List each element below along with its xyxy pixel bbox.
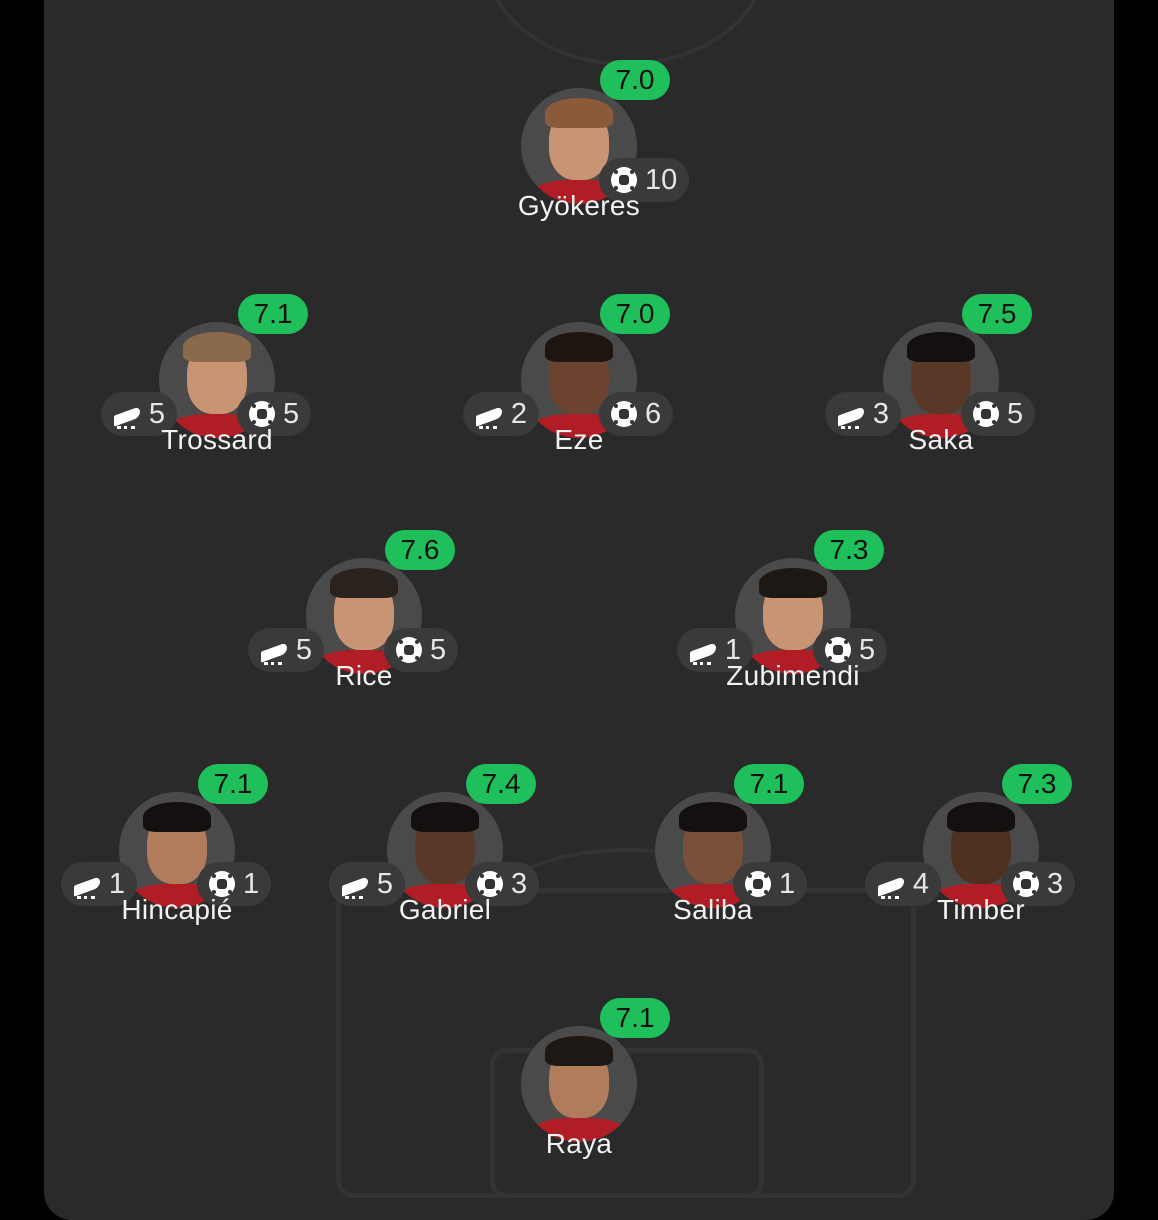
goals-chip: 5 [384, 628, 459, 672]
boot-icon [475, 401, 503, 429]
ball-icon [825, 637, 851, 663]
player-card-gyokeres[interactable]: 7.0 10 Gyökeres [439, 60, 719, 230]
player-name: Raya [545, 1128, 613, 1159]
boot-icon [73, 871, 101, 899]
goals-count: 5 [859, 633, 876, 666]
player-name: Timber [937, 894, 1025, 925]
boot-icon [689, 637, 717, 665]
avatar [521, 1026, 637, 1142]
goals-chip: 1 [733, 862, 808, 906]
rating-badge: 7.1 [600, 998, 670, 1038]
rating-badge: 7.5 [962, 294, 1032, 334]
assists-chip: 1 [676, 628, 753, 672]
goals-count: 5 [283, 397, 300, 430]
ball-icon [1013, 871, 1039, 897]
ball-icon [249, 401, 275, 427]
ball-icon [973, 401, 999, 427]
boot-icon [837, 401, 865, 429]
player-name: Trossard [161, 424, 273, 455]
assists-chip: 1 [60, 862, 137, 906]
player-card-gabriel[interactable]: 7.4 5 3 Gabriel [305, 764, 585, 934]
goals-count: 1 [243, 867, 260, 900]
goals-chip: 3 [1001, 862, 1076, 906]
assists-count: 1 [724, 633, 741, 666]
ball-icon [209, 871, 235, 897]
assists-chip: 5 [100, 392, 177, 436]
rating-badge: 7.6 [385, 530, 455, 570]
player-name: Zubimendi [726, 660, 860, 691]
rating-badge: 7.1 [238, 294, 308, 334]
player-card-timber[interactable]: 7.3 4 3 Timber [841, 764, 1121, 934]
ball-icon [611, 401, 637, 427]
boot-icon [260, 637, 288, 665]
rating-badge: 7.4 [466, 764, 536, 804]
assists-count: 5 [295, 633, 312, 666]
ball-icon [396, 637, 422, 663]
player-card-zubimendi[interactable]: 7.3 1 5 Zubimendi [653, 530, 933, 700]
player-name: Saka [908, 424, 974, 455]
goals-count: 3 [1047, 867, 1064, 900]
player-card-hincapie[interactable]: 7.1 1 1 Hincapié [37, 764, 317, 934]
assists-chip: 5 [328, 862, 405, 906]
player-card-rice[interactable]: 7.6 5 5 Rice [224, 530, 504, 700]
goals-count: 10 [645, 163, 678, 196]
goals-chip: 6 [599, 392, 674, 436]
boot-icon [877, 871, 905, 899]
rating-badge: 7.1 [198, 764, 268, 804]
ball-icon [611, 167, 637, 193]
goals-chip: 5 [813, 628, 888, 672]
goals-count: 3 [511, 867, 528, 900]
assists-chip: 5 [247, 628, 324, 672]
boot-icon [113, 401, 141, 429]
assists-count: 1 [108, 867, 125, 900]
center-circle [484, 0, 768, 66]
goals-chip: 5 [237, 392, 312, 436]
rating-badge: 7.0 [600, 294, 670, 334]
avatar [735, 558, 851, 674]
assists-count: 4 [912, 867, 929, 900]
assists-chip: 2 [462, 392, 539, 436]
rating-badge: 7.3 [1002, 764, 1072, 804]
player-name: Saliba [673, 894, 753, 925]
player-card-trossard[interactable]: 7.1 5 5 Trossard [77, 294, 357, 464]
goals-count: 5 [1007, 397, 1024, 430]
goals-chip: 1 [197, 862, 272, 906]
player-name: Gyökeres [517, 190, 641, 221]
assists-chip: 4 [864, 862, 941, 906]
player-card-saka[interactable]: 7.5 3 5 Saka [801, 294, 1081, 464]
player-name: Hincapié [121, 894, 233, 925]
assists-chip: 3 [824, 392, 901, 436]
assists-count: 3 [872, 397, 889, 430]
rating-badge: 7.3 [814, 530, 884, 570]
assists-count: 2 [510, 397, 527, 430]
ball-icon [477, 871, 503, 897]
goals-count: 6 [645, 397, 662, 430]
player-name: Eze [554, 424, 604, 455]
player-name: Rice [335, 660, 393, 691]
goals-count: 1 [779, 867, 796, 900]
goals-chip: 5 [961, 392, 1036, 436]
assists-count: 5 [376, 867, 393, 900]
player-card-saliba[interactable]: 7.1 1 Saliba [573, 764, 853, 934]
player-card-eze[interactable]: 7.0 2 6 Eze [439, 294, 719, 464]
rating-badge: 7.1 [734, 764, 804, 804]
goals-chip: 10 [599, 158, 690, 202]
boot-icon [341, 871, 369, 899]
player-name: Gabriel [398, 894, 492, 925]
ball-icon [745, 871, 771, 897]
goals-chip: 3 [465, 862, 540, 906]
goals-count: 5 [430, 633, 447, 666]
player-card-raya[interactable]: 7.1 Raya [439, 998, 719, 1168]
assists-count: 5 [148, 397, 165, 430]
rating-badge: 7.0 [600, 60, 670, 100]
